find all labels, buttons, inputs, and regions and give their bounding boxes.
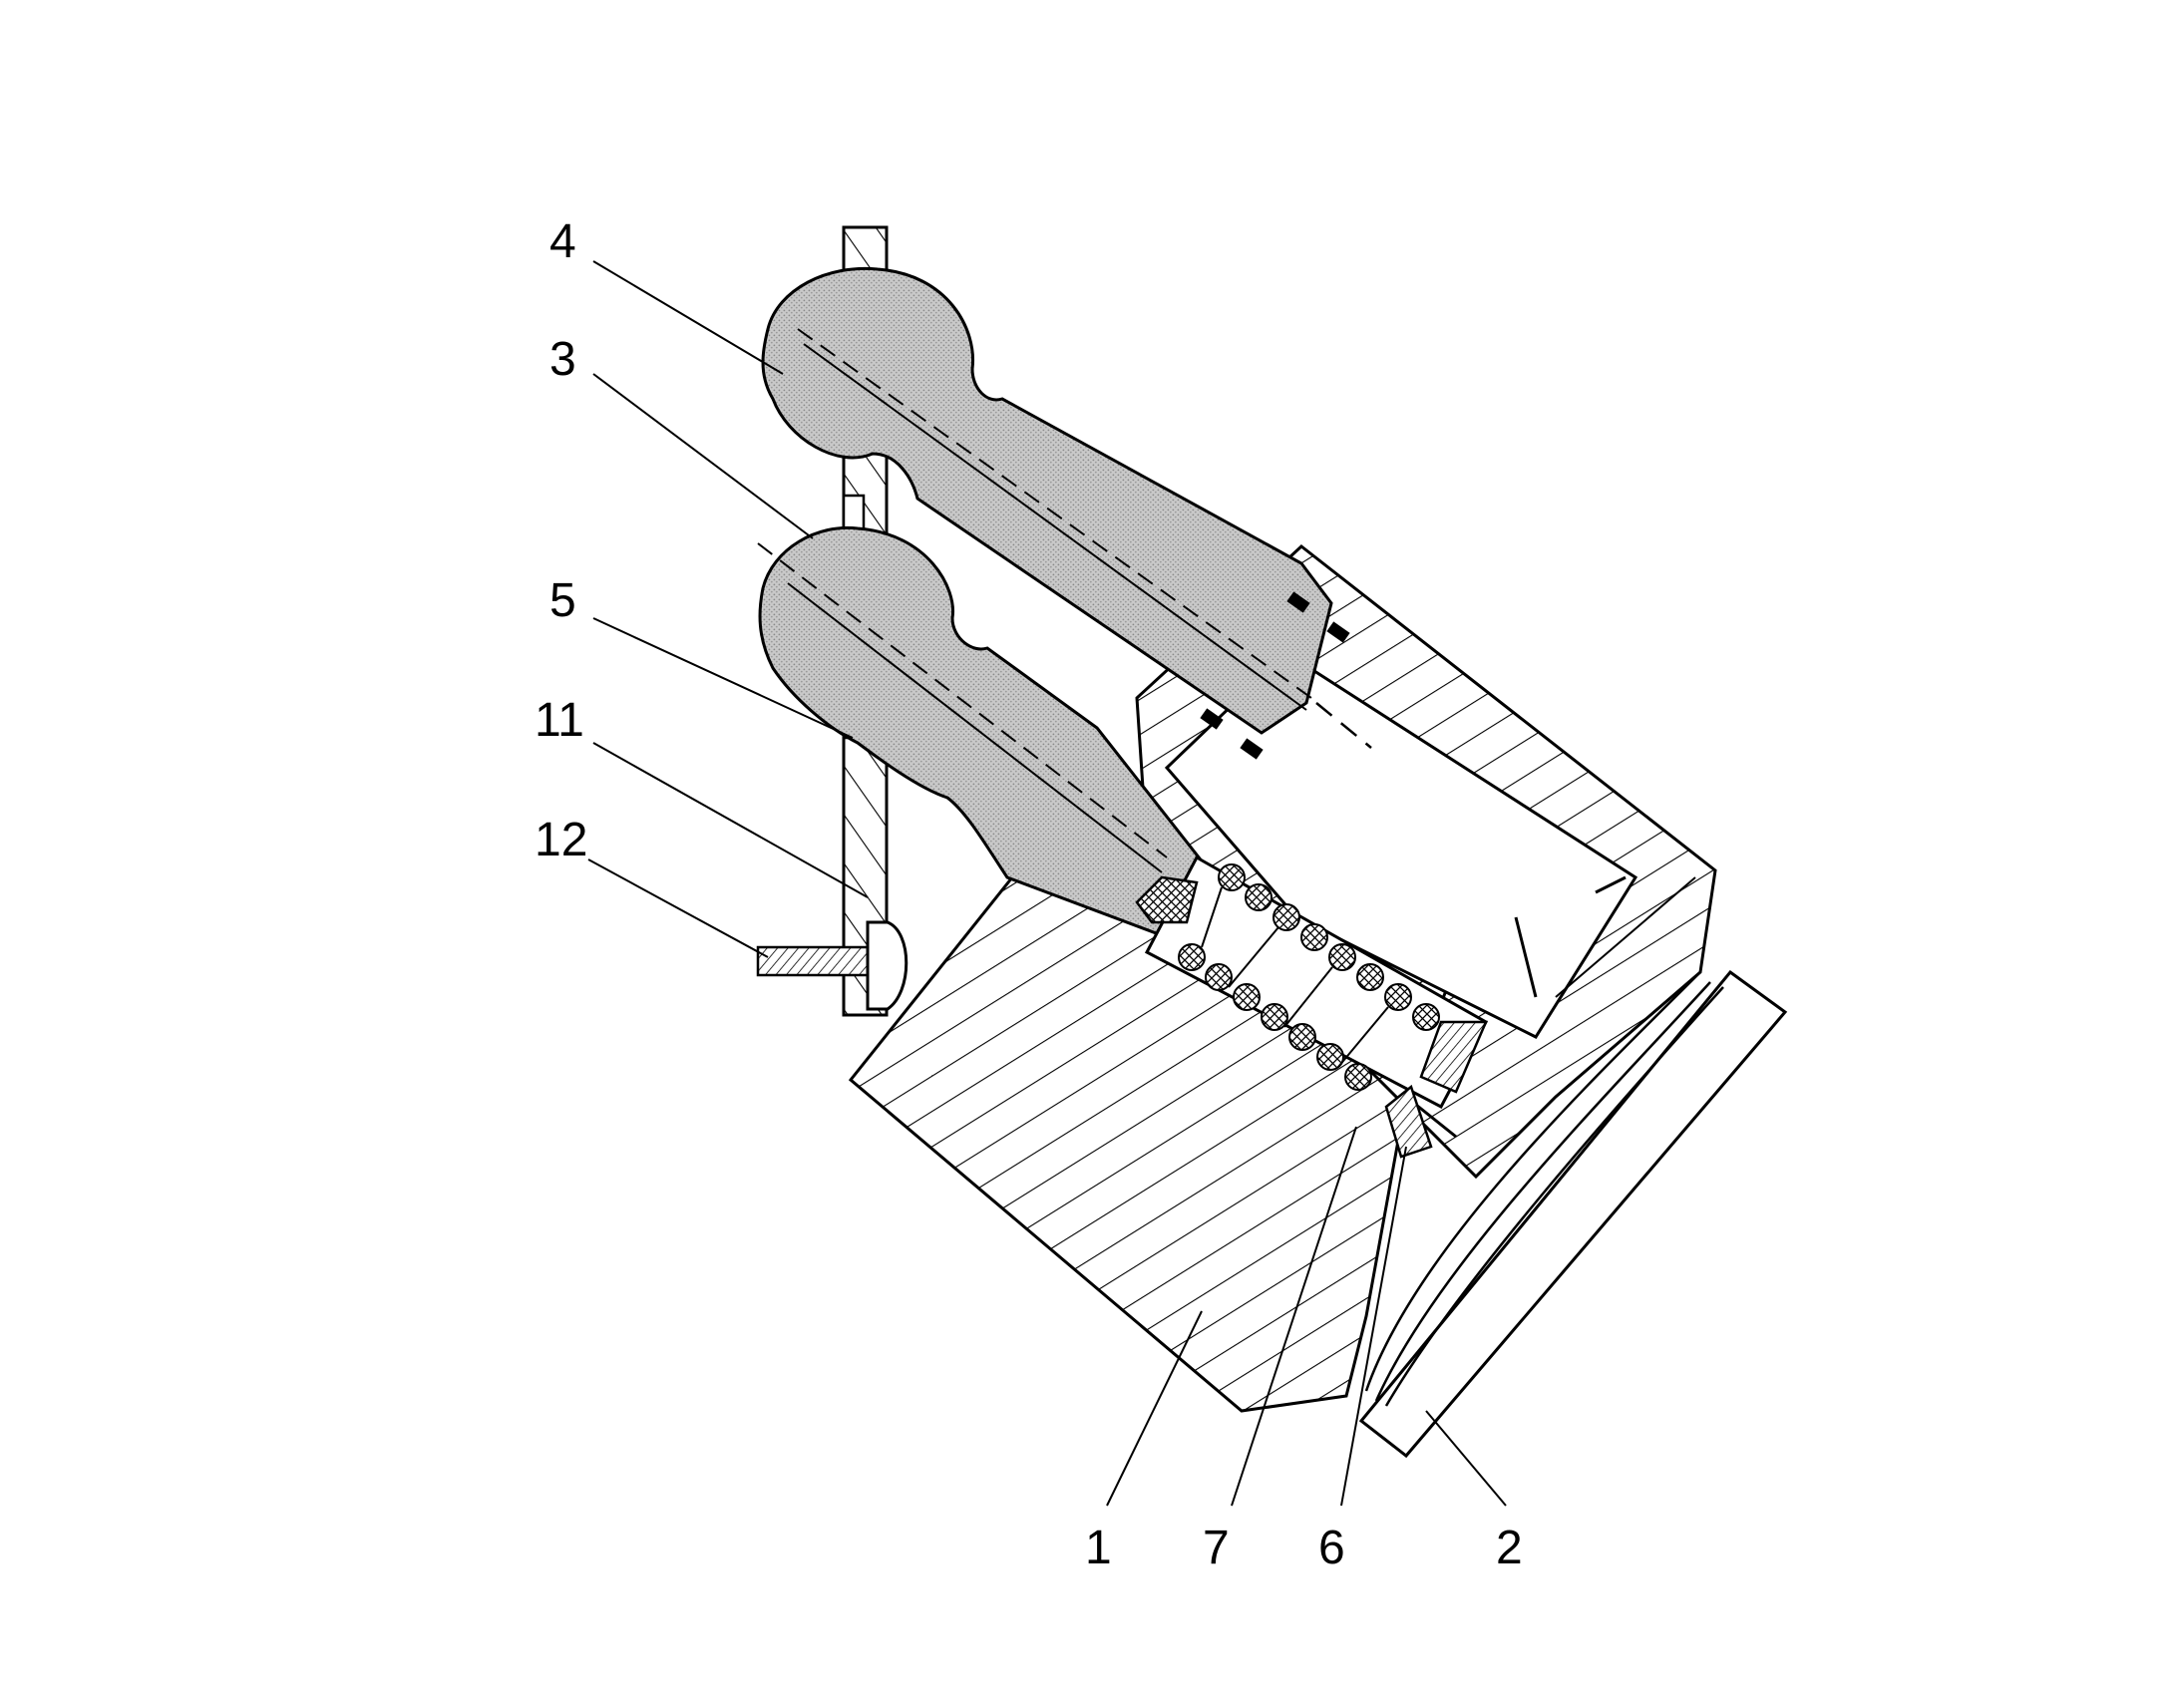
label-7: 7 — [1203, 1522, 1230, 1574]
lower-piston-part-3 — [757, 525, 1209, 939]
upper-piston-part-4 — [761, 266, 1372, 760]
label-12: 12 — [535, 814, 587, 866]
label-1: 1 — [1085, 1522, 1112, 1574]
reference-labels: 4 3 5 11 12 1 7 6 2 — [535, 215, 1523, 1574]
label-5: 5 — [549, 574, 576, 627]
label-6: 6 — [1318, 1522, 1345, 1574]
leader-lines — [587, 260, 1507, 1507]
plate-part-2 — [1358, 969, 1788, 1459]
spring-chamber — [1135, 854, 1489, 1159]
screw-part-12 — [756, 920, 908, 1011]
label-4: 4 — [549, 215, 576, 268]
label-2: 2 — [1496, 1522, 1523, 1574]
spring-coils — [1178, 863, 1440, 1091]
label-11: 11 — [535, 694, 584, 747]
label-3: 3 — [549, 333, 576, 386]
